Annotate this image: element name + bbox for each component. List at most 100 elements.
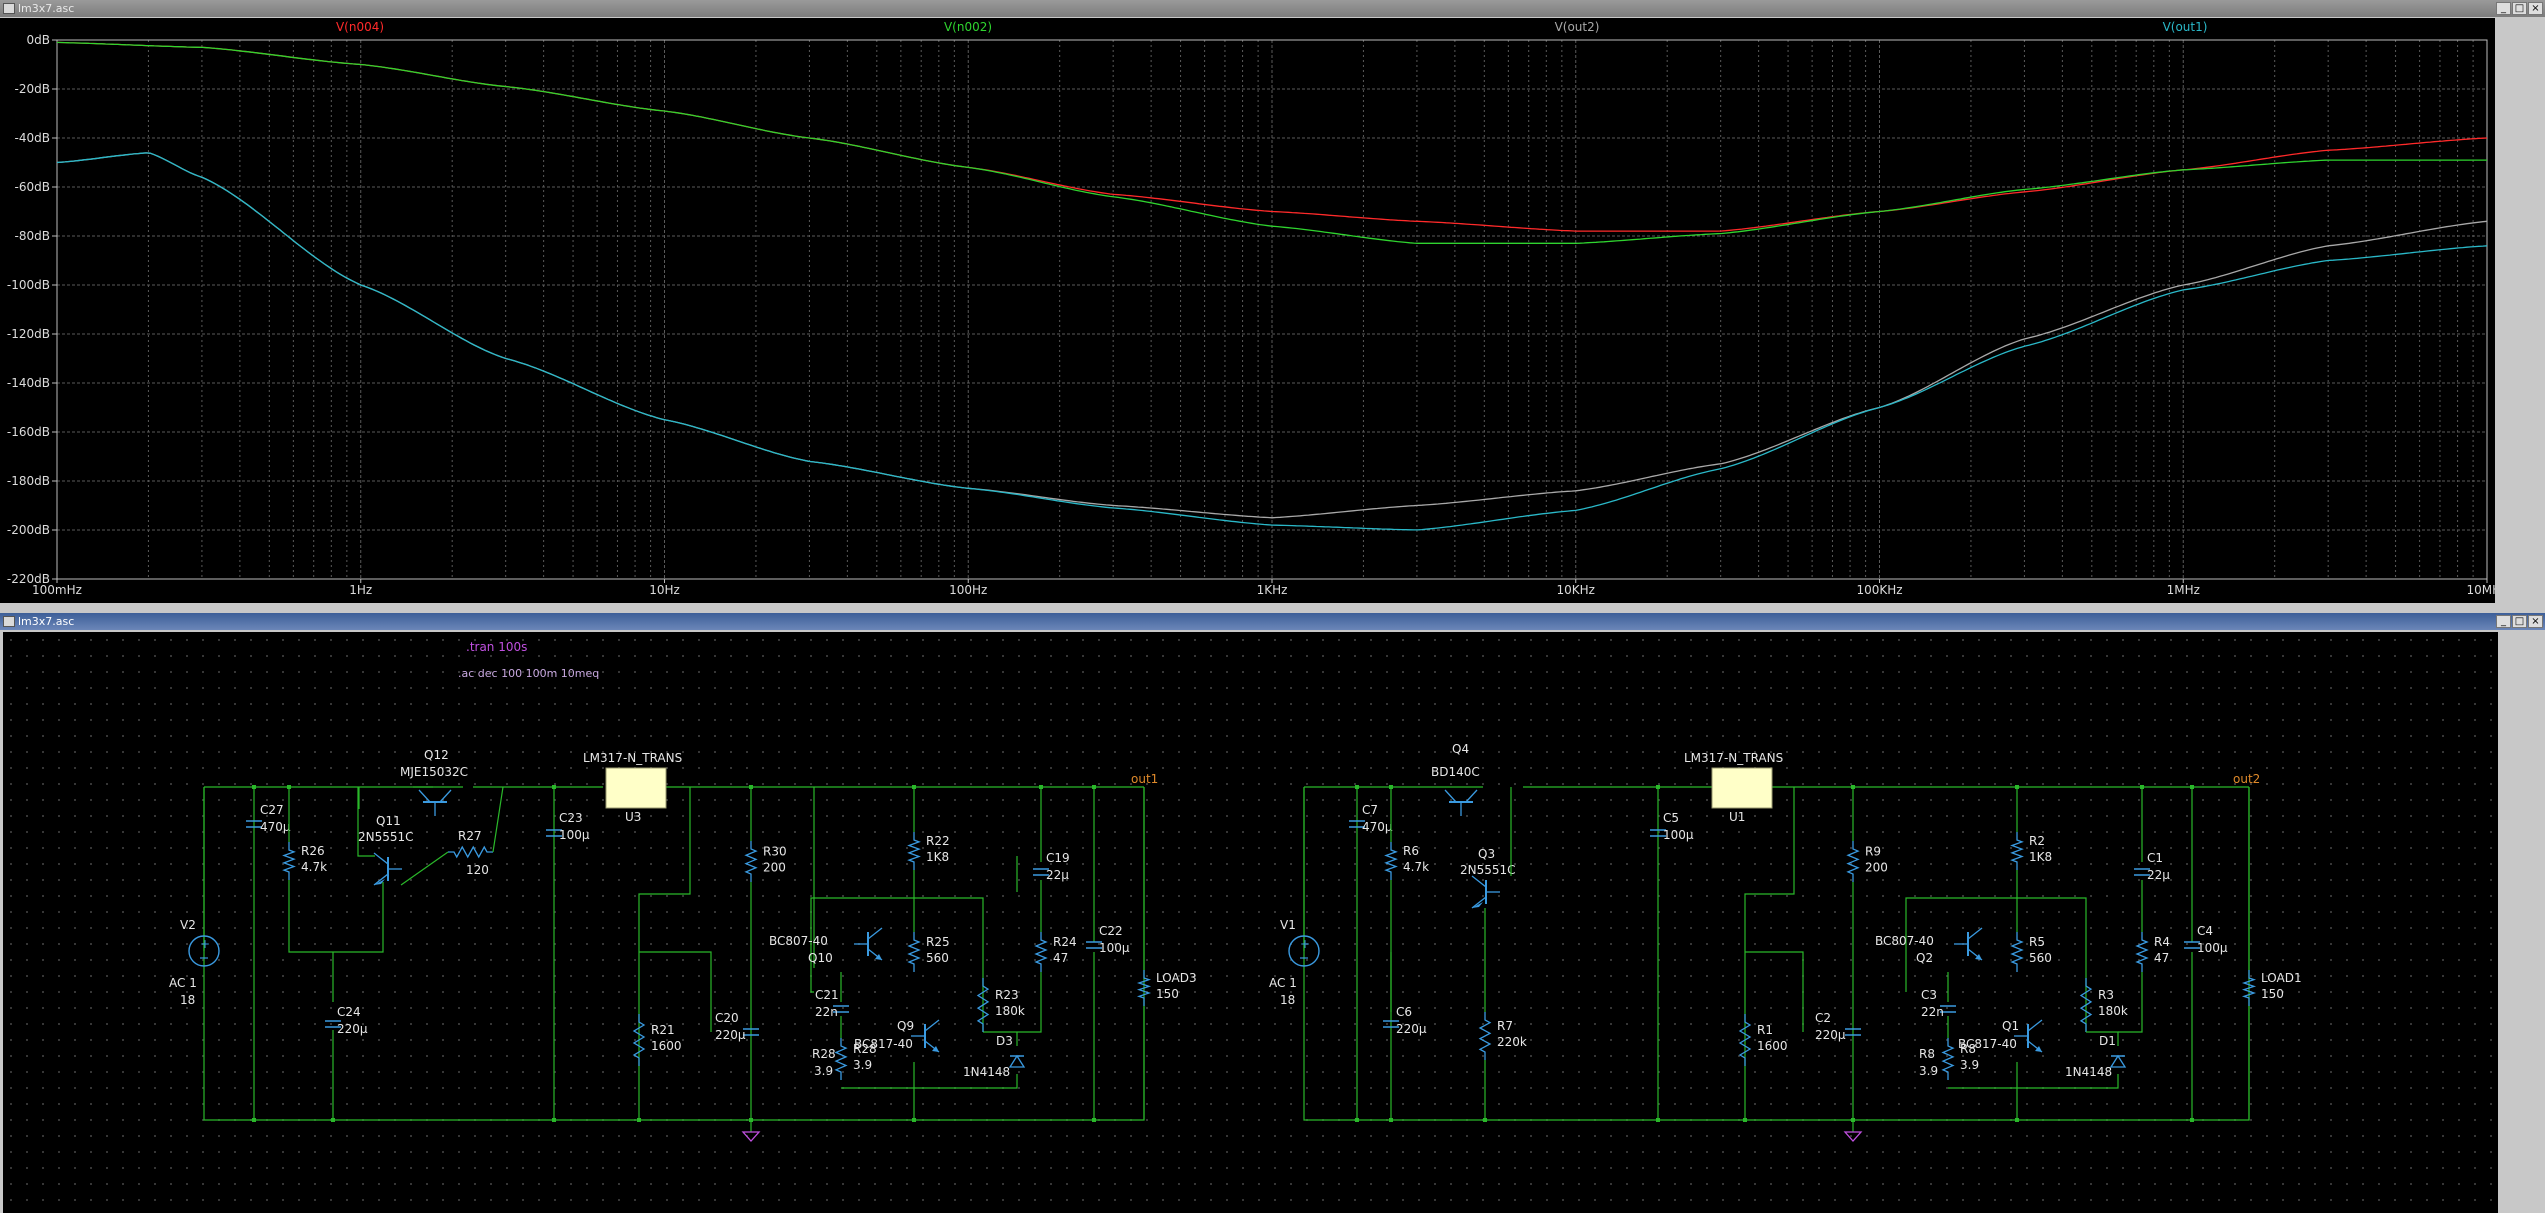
part-label: 1600 — [651, 1039, 682, 1053]
part-label: C27 — [260, 803, 284, 817]
resistor — [2241, 970, 2257, 1006]
source-plus: + — [200, 937, 210, 951]
net-label-out1: out1 — [1131, 772, 1158, 786]
junction-dot — [2015, 785, 2019, 789]
junction-dot — [287, 785, 291, 789]
part-label: 100µ — [1663, 828, 1694, 842]
junction-dot — [912, 785, 916, 789]
capacitor — [1650, 829, 1666, 837]
transistor-emitter — [373, 873, 389, 886]
minimize-button[interactable]: _ — [2496, 615, 2511, 628]
resistor — [632, 1014, 646, 1066]
resistor-body — [1941, 1038, 1955, 1080]
junction-dot — [331, 1118, 335, 1122]
resistor-body — [1478, 1012, 1492, 1060]
resistor-body — [1846, 841, 1860, 882]
minimize-button[interactable]: _ — [2496, 2, 2511, 15]
resistor-body — [632, 1014, 646, 1066]
trace-label[interactable]: V(n002) — [943, 20, 993, 34]
part-label: R23 — [995, 988, 1019, 1002]
transistor-arrow — [2035, 1046, 2042, 1052]
part-label: D1 — [2099, 1034, 2116, 1048]
transistor-collector — [373, 852, 389, 865]
wire — [288, 880, 384, 953]
junction-dot — [1483, 1118, 1487, 1122]
y-tick-label: -60dB — [15, 180, 50, 194]
close-button[interactable]: × — [2528, 2, 2543, 15]
part-label: R21 — [651, 1023, 675, 1037]
part-label: 1K8 — [2029, 850, 2052, 864]
junction-dot — [1656, 1118, 1660, 1122]
part-label: 4.7k — [1403, 860, 1429, 874]
capacitor — [546, 829, 562, 837]
transistor-collector — [1471, 875, 1487, 888]
junction-dot — [2140, 785, 2144, 789]
part-label: C1 — [2147, 851, 2163, 865]
voltage-source — [1288, 935, 1320, 967]
part-label: BC817-40 — [1958, 1037, 2017, 1051]
trace-label[interactable]: V(out1) — [2162, 20, 2208, 34]
part-label: V2 — [180, 918, 196, 932]
junction-dot — [1355, 1118, 1359, 1122]
junction-dot — [1389, 1118, 1393, 1122]
maximize-button[interactable]: □ — [2512, 615, 2527, 628]
part-label: LOAD3 — [1156, 971, 1197, 985]
part-label: Q3 — [1478, 847, 1495, 861]
resistor — [1478, 1012, 1492, 1060]
part-label: Q4 — [1452, 742, 1469, 756]
part-label: R8 — [1960, 1042, 1976, 1056]
part-label: 22n — [1921, 1005, 1944, 1019]
resistor — [2079, 978, 2093, 1032]
junction-dot — [2015, 1118, 2019, 1122]
transistor-q9 — [911, 1019, 940, 1053]
y-tick-label: -40dB — [15, 131, 50, 145]
part-label: BC817-40 — [854, 1037, 913, 1051]
part-label: 1N4148 — [2065, 1065, 2112, 1079]
wire — [1744, 787, 1795, 1120]
junction-dot — [1389, 785, 1393, 789]
voltage-source — [188, 935, 220, 967]
y-tick-label: -80dB — [15, 229, 50, 243]
capacitor — [1940, 1005, 1956, 1013]
part-label: U3 — [625, 810, 641, 824]
junction-dot — [2190, 1118, 2194, 1122]
plot-window-titlebar[interactable]: lm3x7.asc _ □ × — [0, 0, 2545, 17]
ground-symbol — [741, 1131, 761, 1142]
maximize-button[interactable]: □ — [2512, 2, 2527, 15]
part-label: R4 — [2154, 935, 2170, 949]
waveform-plot-pane[interactable]: V(n004) V(n002) V(out2) V(out1) 0dB-20dB-40… — [0, 18, 2495, 603]
wire — [1745, 951, 1804, 1032]
trace-label[interactable]: V(out2) — [1554, 20, 1600, 34]
capacitor — [325, 1020, 341, 1028]
transistor-arrow — [932, 1046, 939, 1052]
junction-dot — [1039, 785, 1043, 789]
transistor-q4 — [1444, 789, 1478, 816]
resistor-body — [834, 1038, 848, 1080]
resistor — [834, 1038, 848, 1080]
schematic-window-title: lm3x7.asc — [18, 615, 75, 628]
x-tick-label: 10MHz — [2467, 583, 2495, 597]
close-button[interactable]: × — [2528, 615, 2543, 628]
transistor-emitter — [1471, 896, 1487, 909]
transistor-q1 — [2014, 1019, 2043, 1053]
junction-dot — [252, 1118, 256, 1122]
schematic-window-titlebar[interactable]: lm3x7.asc _ □ × — [0, 613, 2545, 630]
part-label: 220µ — [715, 1028, 746, 1042]
part-label: C4 — [2197, 924, 2213, 938]
resistor — [1136, 970, 1152, 1006]
waveform-plot[interactable]: 0dB-20dB-40dB-60dB-80dB-100dB-120dB-140d… — [0, 18, 2495, 603]
junction-dot — [552, 1118, 556, 1122]
part-label: LM317-N_TRANS — [583, 751, 682, 765]
part-label: 560 — [2029, 951, 2052, 965]
wire — [357, 787, 375, 857]
part-label: 2N5551C — [1460, 863, 1516, 877]
part-label: 220µ — [1815, 1028, 1846, 1042]
trace-label[interactable]: V(n004) — [335, 20, 385, 34]
resistor-body — [2079, 978, 2093, 1032]
part-label: BD140C — [1431, 765, 1480, 779]
diode — [2109, 1054, 2127, 1068]
source-body — [1288, 935, 1320, 967]
transistor-arrow — [374, 879, 385, 885]
